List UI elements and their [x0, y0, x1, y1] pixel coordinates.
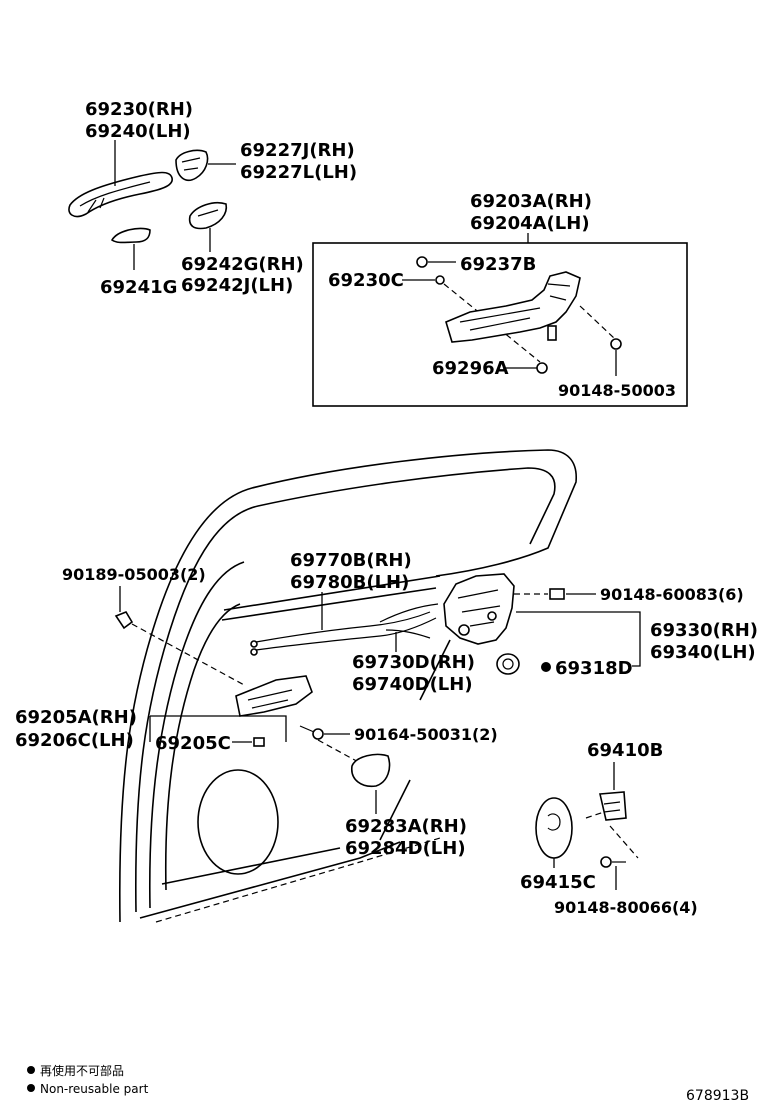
frame-axis-2: [579, 305, 615, 339]
non-reusable-marker: [541, 662, 551, 672]
label-striker: 69410B: [587, 740, 663, 761]
frame-bolt[interactable]: [610, 338, 622, 350]
label-cable-rh: 69770B(RH): [290, 550, 412, 571]
door-striker[interactable]: [599, 791, 627, 821]
cable-assembly[interactable]: [250, 611, 437, 656]
inner-axis: [317, 739, 363, 765]
cable-2[interactable]: [379, 603, 439, 639]
grommet[interactable]: [496, 653, 520, 675]
inside-handle[interactable]: [235, 675, 313, 717]
label-frame-lh: 69204A(LH): [470, 213, 590, 234]
label-bezel-lh: 69284D(LH): [345, 838, 466, 859]
frame-part[interactable]: [435, 275, 445, 285]
label-frame-clip: 69237B: [460, 254, 536, 275]
handle-frame[interactable]: [445, 271, 581, 343]
label-cable-lh: 69780B(LH): [290, 572, 409, 593]
label-pad2-lh: 69242J(LH): [181, 275, 293, 296]
label-cover-lh: 69227L(LH): [240, 162, 357, 183]
frame-screw[interactable]: [536, 362, 548, 374]
label-striker-screw: 90148-80066(4): [554, 898, 698, 917]
legend-bullet-jp: [27, 1066, 35, 1074]
label-cable2-lh: 69740D(LH): [352, 674, 473, 695]
lock-screw[interactable]: [549, 588, 565, 600]
label-inner-rh: 69205A(RH): [15, 707, 137, 728]
label-frame-part: 69230C: [328, 270, 404, 291]
label-lock-lh: 69340(LH): [650, 642, 756, 663]
label-pad: 69241G: [100, 277, 177, 298]
label-inner-clip: 69205C: [155, 733, 231, 754]
diagram-code: 678913B: [686, 1088, 749, 1104]
handle-pad-2[interactable]: [188, 201, 228, 230]
label-inner-screw: 90164-50031(2): [354, 725, 498, 744]
label-pad2-rh: 69242G(RH): [181, 254, 304, 275]
legend-jp: 再使用不可部品: [40, 1063, 124, 1078]
striker-axis: [585, 811, 605, 819]
handle-bezel[interactable]: [351, 753, 391, 788]
label-frame-screw: 69296A: [432, 358, 509, 379]
outside-handle[interactable]: [68, 171, 173, 218]
label-cable2-rh: 69730D(RH): [352, 652, 475, 673]
label-grommet: 69318D: [555, 658, 633, 679]
clip-top[interactable]: [114, 611, 134, 630]
inner-clip[interactable]: [253, 737, 265, 747]
striker-screw[interactable]: [600, 856, 626, 868]
inner-screw[interactable]: [299, 725, 324, 740]
clip-axis: [131, 623, 247, 687]
label-lock-screw: 90148-60083(6): [600, 585, 744, 604]
handle-pad[interactable]: [110, 227, 151, 244]
leader-inner: [150, 715, 287, 742]
label-inner-lh: 69206C(LH): [15, 730, 134, 751]
door-lock[interactable]: [443, 573, 515, 645]
door-outline: [118, 449, 577, 923]
legend-en: Non-reusable part: [40, 1082, 149, 1096]
label-cover-rh: 69227J(RH): [240, 140, 355, 161]
frame-box: [312, 242, 688, 407]
label-handle-rh: 69230(RH): [85, 99, 193, 120]
leader-lock: [516, 611, 641, 667]
label-clip-top: 90189-05003(2): [62, 565, 206, 584]
legend-bullet-en: [27, 1084, 35, 1092]
label-striker-shim: 69415C: [520, 872, 596, 893]
label-frame-bolt: 90148-50003: [558, 381, 676, 400]
striker-axis-2: [609, 825, 639, 859]
striker-shim[interactable]: [535, 797, 573, 859]
label-bezel-rh: 69283A(RH): [345, 816, 467, 837]
label-frame-rh: 69203A(RH): [470, 191, 592, 212]
frame-clip[interactable]: [416, 256, 428, 268]
label-handle-lh: 69240(LH): [85, 121, 191, 142]
handle-cover[interactable]: [175, 149, 209, 182]
label-lock-rh: 69330(RH): [650, 620, 758, 641]
